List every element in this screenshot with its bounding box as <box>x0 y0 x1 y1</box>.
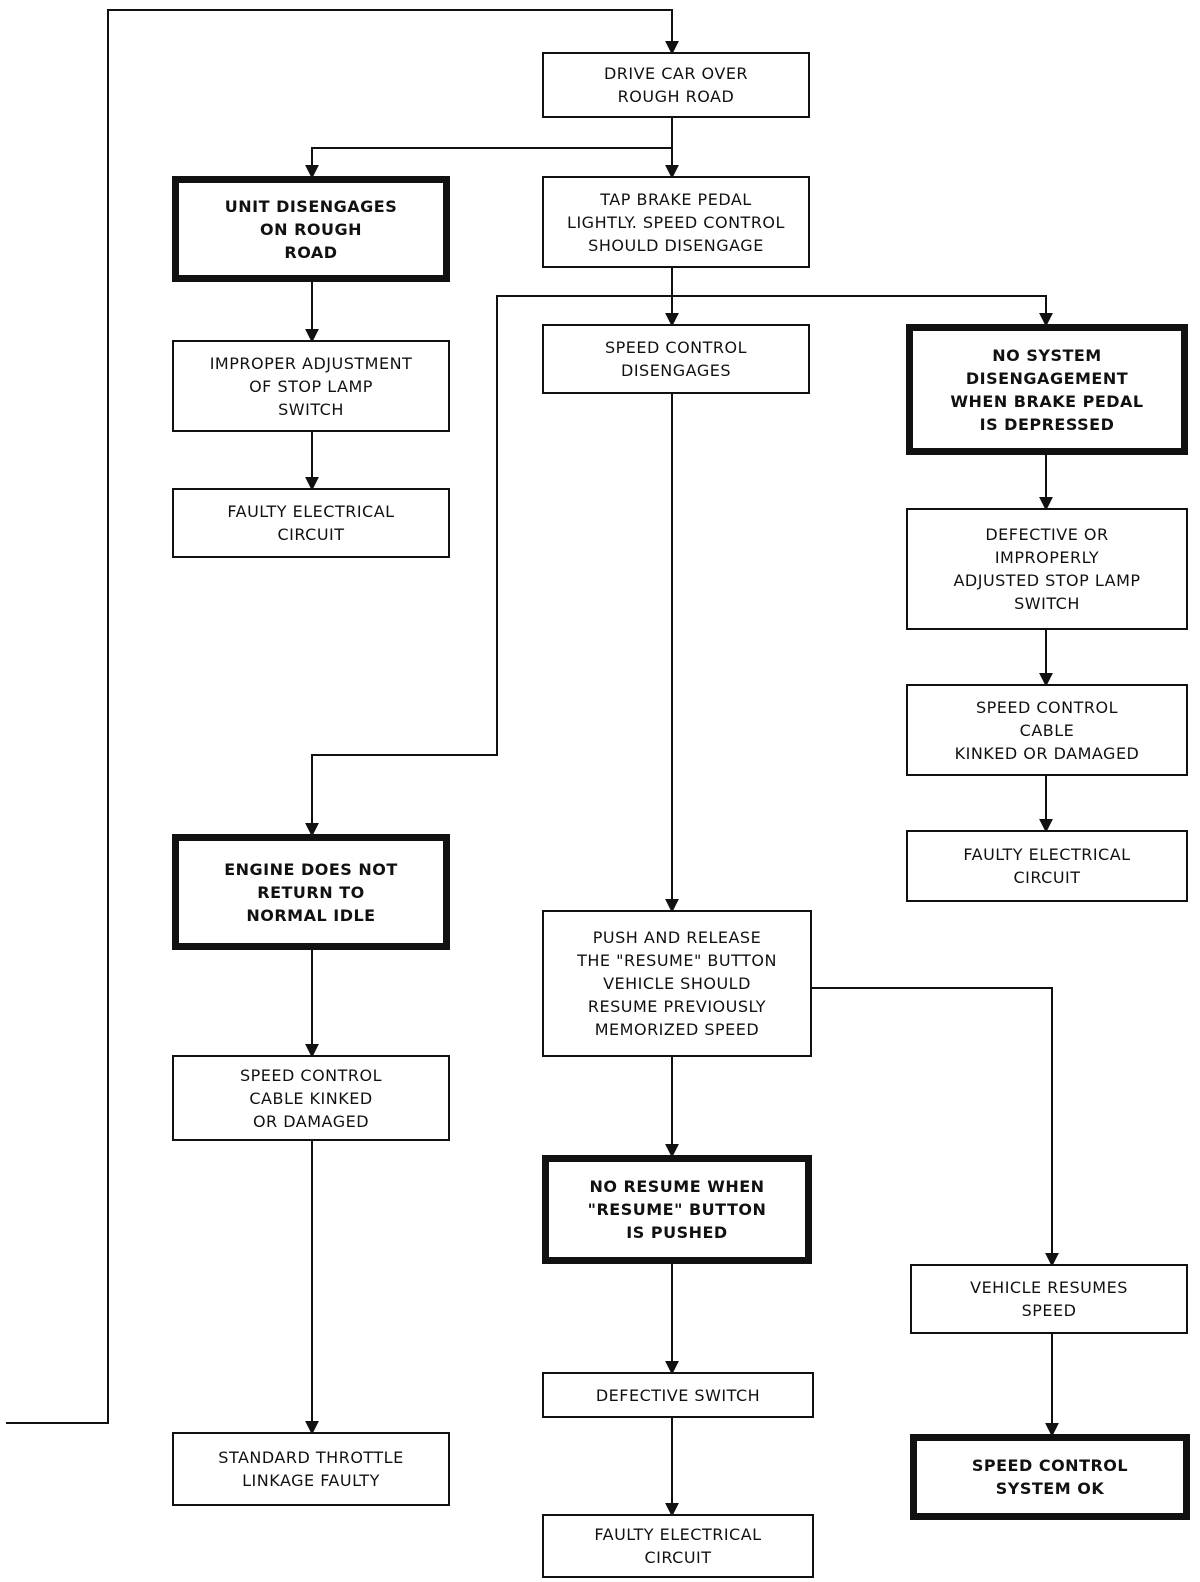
node-defective-switch: DEFECTIVE SWITCH <box>542 1372 814 1418</box>
node-no-system-disengagement: NO SYSTEM DISENGAGEMENT WHEN BRAKE PEDAL… <box>906 324 1188 455</box>
node-standard-throttle-linkage-faulty: STANDARD THROTTLE LINKAGE FAULTY <box>172 1432 450 1506</box>
edge-drive-to-unit-disengages <box>305 118 673 179</box>
node-faulty-electrical-circuit-1: FAULTY ELECTRICAL CIRCUIT <box>172 488 450 558</box>
node-defective-stop-lamp-switch: DEFECTIVE OR IMPROPERLY ADJUSTED STOP LA… <box>906 508 1188 630</box>
node-improper-adjustment-stop-lamp: IMPROPER ADJUSTMENT OF STOP LAMP SWITCH <box>172 340 450 432</box>
edge-tap-to-engine <box>305 295 672 837</box>
node-no-resume-when-pushed: NO RESUME WHEN "RESUME" BUTTON IS PUSHED <box>542 1155 812 1264</box>
edge-push-to-vehicle-resumes <box>812 987 1059 1267</box>
node-unit-disengages-on-rough-road: UNIT DISENGAGES ON ROUGH ROAD <box>172 176 450 282</box>
node-drive-car-over-rough-road: DRIVE CAR OVER ROUGH ROAD <box>542 52 810 118</box>
node-speed-control-disengages: SPEED CONTROL DISENGAGES <box>542 324 810 394</box>
node-vehicle-resumes-speed: VEHICLE RESUMES SPEED <box>910 1264 1188 1334</box>
edge-return-loop <box>6 9 679 1424</box>
node-engine-does-not-return-to-idle: ENGINE DOES NOT RETURN TO NORMAL IDLE <box>172 834 450 950</box>
node-push-and-release-resume: PUSH AND RELEASE THE "RESUME" BUTTON VEH… <box>542 910 812 1057</box>
node-speed-control-system-ok: SPEED CONTROL SYSTEM OK <box>910 1434 1190 1520</box>
node-faulty-electrical-circuit-bottom: FAULTY ELECTRICAL CIRCUIT <box>542 1514 814 1578</box>
node-tap-brake-pedal: TAP BRAKE PEDAL LIGHTLY. SPEED CONTROL S… <box>542 176 810 268</box>
node-faulty-electrical-circuit-right: FAULTY ELECTRICAL CIRCUIT <box>906 830 1188 902</box>
edge-tap-to-no-system <box>672 295 1053 327</box>
node-speed-control-cable-kinked-left: SPEED CONTROL CABLE KINKED OR DAMAGED <box>172 1055 450 1141</box>
node-speed-control-cable-kinked-right: SPEED CONTROL CABLE KINKED OR DAMAGED <box>906 684 1188 776</box>
